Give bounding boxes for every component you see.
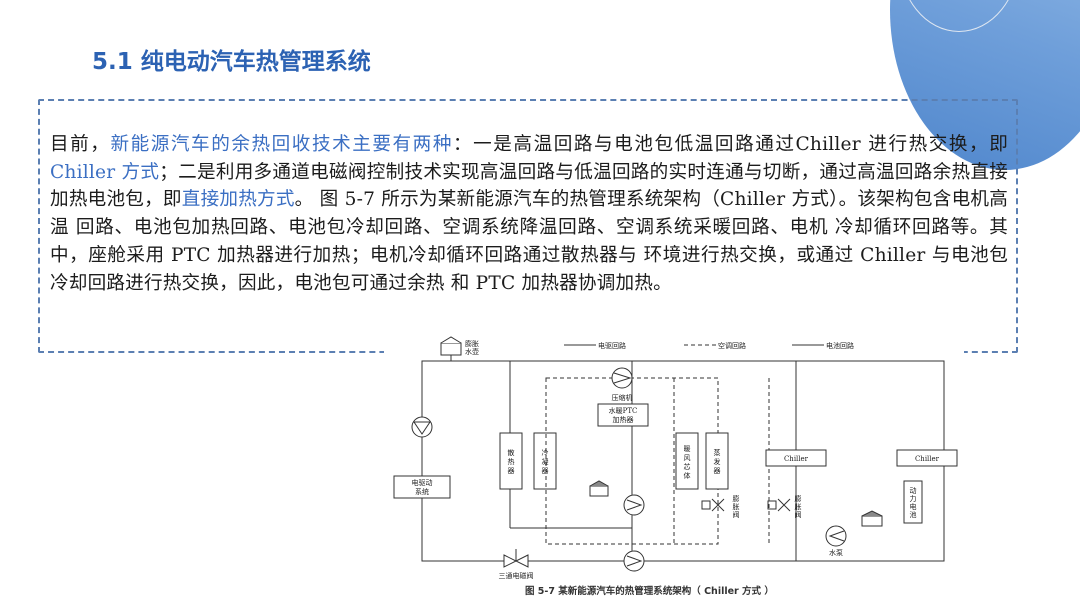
highlight-text: Chiller 方式 xyxy=(50,161,160,183)
condenser-label-1: 冷 xyxy=(542,448,549,457)
expansion-valve-2-label-3: 阀 xyxy=(795,510,802,519)
chiller-1-box xyxy=(765,449,827,467)
expansion-valve-2-label-1: 膨 xyxy=(795,494,802,503)
body-paragraph: 目前，新能源汽车的余热回收技术主要有两种：一是高温回路与电池包低温回路通过Chi… xyxy=(50,131,1008,297)
expansion-valve-2-icon xyxy=(767,498,791,512)
heater-core-label-4: 体 xyxy=(684,471,691,480)
evaporator-label-2: 发 xyxy=(714,457,721,466)
radiator-box xyxy=(499,432,523,490)
paragraph-text: 目前， xyxy=(50,134,111,155)
condenser-label-2: 凝 xyxy=(542,457,549,466)
battery-label-2: 力 xyxy=(910,494,917,503)
highlight-text: 直接加热方式 xyxy=(181,189,295,211)
three-way-valve-label: 三通电磁阀 xyxy=(499,571,534,580)
heater-core-label-1: 暖 xyxy=(684,445,691,453)
expansion-valve-1-icon xyxy=(701,498,725,512)
chiller-2-box xyxy=(896,449,958,467)
ac-pump-icon xyxy=(623,494,645,516)
water-pump-icon xyxy=(825,525,847,547)
expansion-valve-1-label-2: 胀 xyxy=(733,502,740,511)
battery-label-1: 动 xyxy=(910,486,917,495)
battery-label-3: 电 xyxy=(910,502,917,511)
heater-core-label-2: 风 xyxy=(684,454,691,462)
condenser-label-3: 器 xyxy=(542,467,549,475)
motor-drive-label-2: 系统 xyxy=(415,487,429,496)
evaporator-label-3: 器 xyxy=(714,467,721,475)
motor-drive-box xyxy=(393,475,451,499)
diagram-svg: 电驱回路 空调回路 电池回路 膨胀 水壶 电驱动 系统 三通电磁阀 xyxy=(393,336,958,580)
page-title: 5.1 纯电动汽车热管理系统 xyxy=(92,49,371,75)
heater-core-label-3: 芯 xyxy=(684,462,691,471)
highlight-text: 新能源汽车的余热回收技术主要有两种 xyxy=(110,134,453,155)
expansion-tank-label-1: 膨胀 xyxy=(465,339,479,348)
expansion-valve-1-label-1: 膨 xyxy=(733,494,740,503)
radiator-label-1: 散 xyxy=(508,448,515,457)
legend-ac: 空调回路 xyxy=(718,341,746,350)
three-way-valve-icon xyxy=(503,549,529,568)
evaporator-label-1: 蒸 xyxy=(714,448,721,457)
evaporator-box xyxy=(705,432,729,490)
figure-caption: 图 5-7 某新能源汽车的热管理系统架构（ Chiller 方式 ） xyxy=(525,586,774,597)
expansion-valve-1-label-3: 阀 xyxy=(733,510,740,519)
condenser-box xyxy=(533,432,557,490)
battery-label-4: 池 xyxy=(910,510,917,519)
thermal-management-diagram: 电驱回路 空调回路 电池回路 膨胀 水壶 电驱动 系统 三通电磁阀 xyxy=(384,333,964,595)
heater-core-box xyxy=(675,432,699,490)
compressor-label: 压缩机 xyxy=(612,393,633,402)
ptc-label-1: 水暖PTC xyxy=(609,406,638,415)
battery-tank-icon xyxy=(861,510,883,527)
chiller-2-label: Chiller xyxy=(915,455,940,463)
expansion-tank-icon xyxy=(440,336,462,356)
battery-box xyxy=(903,480,923,524)
motor-loop xyxy=(421,360,633,562)
bottom-pump-icon xyxy=(623,550,645,572)
motor-pump-icon xyxy=(411,416,433,438)
legend-motor: 电驱回路 xyxy=(598,341,626,350)
ptc-label-2: 加热器 xyxy=(613,415,634,424)
radiator-label-2: 热 xyxy=(508,457,515,466)
paragraph-text: ：一是高温回路与电池包低温回路通过Chiller 进行热交换，即 xyxy=(452,134,1008,155)
expansion-tank-label-2: 水壶 xyxy=(465,347,479,356)
ac-tank-icon xyxy=(589,480,609,497)
ptc-heater-box xyxy=(597,403,649,427)
expansion-valve-2-label-2: 胀 xyxy=(795,502,802,511)
water-pump-label: 水泵 xyxy=(829,548,843,557)
motor-drive-label-1: 电驱动 xyxy=(412,478,433,487)
radiator-label-3: 器 xyxy=(508,467,515,475)
legend-battery: 电池回路 xyxy=(826,341,854,350)
paragraph-text: ；二是利用多通道电磁阀控制技术实现高温回路与低温回路的实时连通与切断，通过高温回… xyxy=(50,161,1008,211)
chiller-1-label: Chiller xyxy=(784,455,809,463)
paragraph-text: 。 图 5-7 所示为某新能源汽车的热管理系统架构（Chiller 方式）。该架… xyxy=(50,189,1009,294)
compressor-icon xyxy=(611,367,633,389)
